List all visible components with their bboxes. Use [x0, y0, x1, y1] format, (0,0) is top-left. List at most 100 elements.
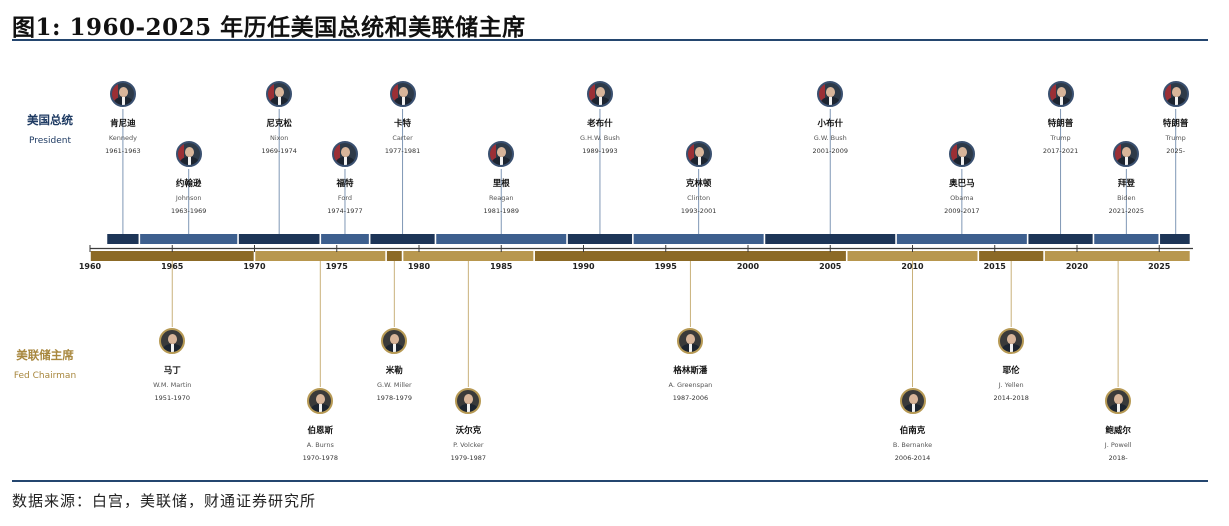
- person-term-years: 2025-: [1166, 147, 1186, 155]
- person-name-cn: 肯尼迪: [110, 119, 136, 129]
- tie-icon: [500, 157, 504, 165]
- face-icon: [694, 147, 704, 157]
- figure-title: 图1: 1960-2025 年历任美国总统和美联储主席: [12, 14, 526, 41]
- axis-tick-label: 2015: [984, 262, 1007, 271]
- title-divider: [12, 39, 1208, 41]
- flag-icon: [111, 83, 118, 105]
- face-icon: [1056, 87, 1066, 97]
- fed-term-bar: [90, 251, 254, 261]
- portrait-avatar: [159, 328, 186, 354]
- person-name-en: Ford: [337, 194, 353, 202]
- person-name-cn: 沃尔克: [455, 426, 482, 436]
- person-term-years: 1979-1987: [450, 454, 487, 462]
- person-name-en: Kennedy: [108, 134, 137, 142]
- portrait-avatar: [1105, 388, 1132, 414]
- person-name-en: J. Powell: [1104, 441, 1132, 449]
- president-term-bar: [1160, 234, 1190, 244]
- flag-icon: [1049, 83, 1056, 105]
- portrait-avatar: [948, 141, 975, 167]
- face-icon: [316, 394, 326, 404]
- fed-label-cn: 美联储主席: [16, 348, 74, 362]
- person-term-years: 1993-2001: [680, 207, 717, 215]
- person-term-years: 1987-2006: [672, 394, 709, 402]
- tie-icon: [1117, 404, 1121, 412]
- tie-icon: [343, 157, 347, 165]
- person-term-years: 1951-1970: [154, 394, 190, 402]
- axis-tick-label: 2005: [819, 262, 842, 271]
- president-term-bar: [321, 234, 369, 244]
- face-icon: [497, 147, 507, 157]
- person-term-years: 2009-2017: [944, 207, 980, 215]
- person-name-en: Biden: [1117, 194, 1136, 202]
- president-term-bar: [436, 234, 567, 244]
- face-icon: [1122, 147, 1132, 157]
- president-term-bar: [140, 234, 238, 244]
- axis-tick-label: 1960: [79, 262, 102, 271]
- axis-tick-label: 1970: [243, 262, 266, 271]
- portrait-avatar: [817, 81, 844, 107]
- person-name-en: Carter: [392, 134, 413, 142]
- fed-term-bar: [403, 251, 534, 261]
- flag-icon: [490, 143, 497, 165]
- face-icon: [957, 147, 967, 157]
- person-name-en: W.M. Martin: [153, 381, 192, 389]
- portrait-avatar: [998, 328, 1025, 354]
- face-icon: [595, 87, 605, 97]
- portrait-avatar: [677, 328, 704, 354]
- person-name-cn: 小布什: [817, 119, 843, 129]
- flag-icon: [333, 143, 340, 165]
- person-name-cn: 特朗普: [1162, 119, 1189, 129]
- person-term-years: 1970-1978: [302, 454, 339, 462]
- tie-icon: [467, 404, 471, 412]
- axis-tick-label: 1990: [572, 262, 595, 271]
- president-term-bar: [896, 234, 1027, 244]
- president-term-bar: [567, 234, 633, 244]
- face-icon: [390, 334, 400, 344]
- person-term-years: 1974-1977: [327, 207, 363, 215]
- face-icon: [686, 334, 696, 344]
- president-entry: 福特 Ford 1974-1977: [290, 179, 400, 216]
- person-name-cn: 福特: [336, 179, 354, 189]
- person-name-en: G.W. Bush: [813, 134, 847, 142]
- portrait-avatar: [381, 328, 408, 354]
- flag-icon: [1164, 83, 1171, 105]
- president-term-bar: [1094, 234, 1159, 244]
- person-term-years: 1963-1969: [170, 207, 207, 215]
- person-term-years: 2017-2021: [1042, 147, 1079, 155]
- portrait-avatar: [109, 81, 136, 107]
- face-icon: [1171, 87, 1181, 97]
- president-term-bar: [1028, 234, 1093, 244]
- tie-icon: [171, 344, 175, 352]
- axis-tick-label: 2000: [737, 262, 760, 271]
- face-icon: [398, 87, 408, 97]
- tie-icon: [187, 157, 191, 165]
- tie-icon: [829, 97, 833, 105]
- person-term-years: 1981-1989: [483, 207, 519, 215]
- portrait-avatar: [685, 141, 712, 167]
- president-term-bar: [238, 234, 320, 244]
- person-name-en: G.W. Miller: [377, 381, 412, 389]
- portrait-avatar: [175, 141, 202, 167]
- tie-icon: [960, 157, 964, 165]
- person-name-en: J. Yellen: [998, 381, 1024, 389]
- axis-tick-label: 1975: [326, 262, 349, 271]
- source-note: 数据来源：白宫，美联储，财通证券研究所: [12, 492, 317, 510]
- person-term-years: 2018-: [1108, 454, 1128, 462]
- flag-icon: [268, 83, 275, 105]
- person-name-cn: 里根: [492, 179, 510, 189]
- tie-icon: [598, 97, 602, 105]
- tie-icon: [121, 97, 125, 105]
- president-term-bar: [370, 234, 435, 244]
- face-icon: [1114, 394, 1124, 404]
- fed-term-bar: [847, 251, 978, 261]
